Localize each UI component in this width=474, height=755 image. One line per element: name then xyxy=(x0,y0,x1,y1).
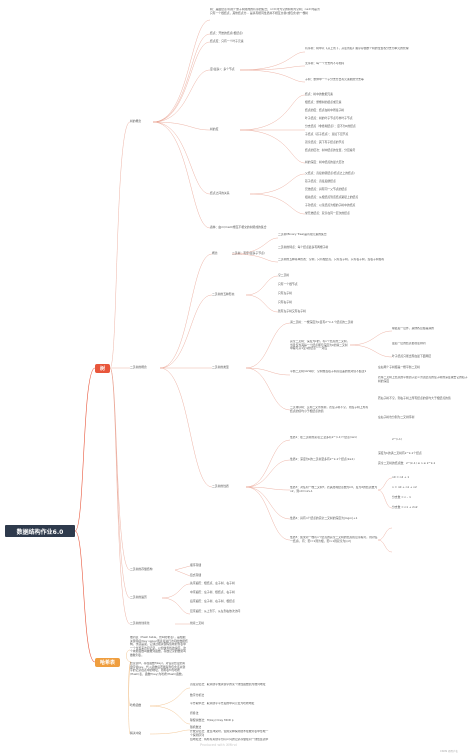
prop-5[interactable]: 性质5：如果对一棵有n个结点的完全二叉树的结点按层序编号，则对任一结点i，有：若… xyxy=(290,536,378,543)
prop-2a[interactable]: 深度为k的满二叉树有2^k-1个结点 xyxy=(378,451,422,455)
term-2[interactable]: 结点的度：结点在树中所接子树 xyxy=(305,108,345,112)
rel-5[interactable]: 堂兄弟结点：双亲在同一层次的结点 xyxy=(305,211,350,215)
node-bt-types[interactable]: 二叉树的类型 xyxy=(212,365,229,369)
node-binary-tree-concept[interactable]: 二叉树的概念 xyxy=(130,365,147,369)
term-4[interactable]: 分支结点（非终端结点）：度不为0的结点 xyxy=(305,124,356,128)
footer-watermark: Produced with XMind xyxy=(200,743,237,747)
node-degree[interactable]: 度(最多)：多个节点 xyxy=(210,67,235,71)
bt-def-2[interactable]: 二叉树的五种基本形态：空树，只有根结点，只有左子树，只有右子树，左右子树都有 xyxy=(278,258,385,261)
bt-form-4[interactable]: 既有左子树又有右子树 xyxy=(278,309,306,313)
hash-conflict-1[interactable]: 链地址法：将所有关键字为同义词的记录存储在同一线性链表中 xyxy=(190,738,269,741)
bt-complete-c2[interactable]: 最后一层的结点都靠左排列 xyxy=(392,342,426,345)
traversal-in[interactable]: 中序遍历：左子树、根结点、右子树 xyxy=(190,590,235,594)
bt-form-3[interactable]: 只有右子树 xyxy=(278,300,292,304)
node-hash-conflict[interactable]: 解决冲突 xyxy=(130,731,142,735)
node-bt-properties[interactable]: 二叉树的性质 xyxy=(212,484,229,488)
rel-4[interactable]: 子孙结点：以某结点为根的子树中的结点 xyxy=(305,203,356,207)
hash-func-0[interactable]: 直接定址法：取关键字或关键字的某个线性函数值为散列地址 xyxy=(190,683,266,686)
prop-1-value[interactable]: 2^(i-1) xyxy=(392,437,402,441)
node-tree-concept[interactable]: 树的概念 xyxy=(130,119,142,123)
node-bt-threaded[interactable]: 二叉树的线索化 xyxy=(130,621,150,625)
hash-func-3[interactable]: 折叠法 xyxy=(190,711,199,715)
term-7[interactable]: 结点的层次：树中结点的位置，分层编号 xyxy=(305,148,356,152)
bt-bst[interactable]: 二叉排序树：又称二叉查找树，若左子树不空，则左子树上所有结点的值均小于根结点的值 xyxy=(290,406,369,413)
bt-balanced-1[interactable]: 左右两个子树都是一棵平衡二叉树 xyxy=(378,365,420,369)
rel-1[interactable]: 孩子结点：直接后继结点 xyxy=(305,179,336,183)
bt-def-1[interactable]: 二叉树的特点：每个结点最多有两棵子树 xyxy=(278,245,329,249)
branch-hash-table[interactable]: 哈希表 xyxy=(95,658,121,667)
bt-def-0[interactable]: 二叉树(Binary Tree)是有限元素的集合 xyxy=(278,233,327,236)
hash-intro-2[interactable]: 给定表M，存在函数f(key)，对任意给定的关键字值key，代入函数后若能得到包… xyxy=(130,662,186,676)
bt-bst-0[interactable]: 若右子树不空，则右子树上所有结点的值均大于根结点的值 xyxy=(378,396,451,400)
bt-full[interactable]: 满二叉树：一棵深度为k且有2^k-1个结点的二叉树 xyxy=(290,320,354,324)
hash-func-2[interactable]: 平方取中法：取关键字平方后的中间几位为哈希地址 xyxy=(190,702,255,705)
node-forest[interactable]: 森林：由m(m≥0)棵互不相交的树组成的集合 xyxy=(210,225,267,229)
rel-0[interactable]: 父结点：直接前驱结点(结点之上的结点) xyxy=(305,171,355,175)
root-node[interactable]: 数据结构作业6.0 xyxy=(5,525,75,537)
node-bt-traversal[interactable]: 二叉树的遍历 xyxy=(130,595,147,599)
node-root-node[interactable]: 结点：开始的结点(根结点) xyxy=(210,31,243,35)
traversal-pre[interactable]: 先序遍历：根结点、左子树、右子树 xyxy=(190,581,235,585)
term-1[interactable]: 根结点：整棵树的起点或元素 xyxy=(305,100,342,104)
term-6[interactable]: 双亲结点：其下有子结点的节点 xyxy=(305,140,345,144)
prop-1[interactable]: 性质1：在二叉树的第i层上至多有2^(i-1)个结点(i≥1) xyxy=(290,436,358,439)
prop-4[interactable]: 性质4：具有n个结点的完全二叉树的深度为⌊log₂n⌋+1 xyxy=(290,516,358,520)
prop-2[interactable]: 性质2：深度为k的二叉树至多有2^k-1个结点(k≥1) xyxy=(290,457,355,461)
rel-3[interactable]: 祖先结点：从根结点到该结点路径上的结点 xyxy=(305,195,359,199)
bt-form-0[interactable]: 空二叉树 xyxy=(278,273,290,277)
node-bt-forms[interactable]: 二叉树的五种形态 xyxy=(212,292,235,296)
prop-3[interactable]: 性质3：对任何一棵二叉树T，若其终端结点数为n0，度为2的结点数为n2，则n0=… xyxy=(290,486,378,493)
prop-3-v3[interactable]: 分支数 = n1 + 2n2 xyxy=(392,505,418,509)
prop-3-v0[interactable]: n0 = n2 + 1 xyxy=(392,475,410,479)
prop-2b[interactable]: 完全二叉树的结点数：2^(k-1) ≤ n ≤ 2^k-1 xyxy=(378,461,436,465)
node-bt-storage[interactable]: 二叉树的存储结构 xyxy=(130,567,153,571)
storage-linked[interactable]: 链式存储 xyxy=(190,573,202,577)
rel-2[interactable]: 兄弟结点：具有同一父节点的结点 xyxy=(305,187,347,191)
prop-3-v2[interactable]: 分支数 = n - 1 xyxy=(392,495,411,499)
node-hash-function[interactable]: 哈希函数 xyxy=(130,703,142,707)
traversal-post[interactable]: 后序遍历：左子树、右子树、根结点 xyxy=(190,599,235,603)
corner-watermark: CSDN @用户名 xyxy=(440,750,458,753)
node-tree-terms[interactable]: 树的度 xyxy=(210,127,219,131)
term-8[interactable]: 树的深度：树中结点的最大层次 xyxy=(305,160,345,164)
term-5[interactable]: 子结点（孩子结点）：直接下层节点 xyxy=(305,132,349,136)
term-3[interactable]: 叶子结点：树的叶子节点与非叶子节点 xyxy=(305,116,353,120)
branch-tree[interactable]: 树 xyxy=(95,364,111,373)
bt-form-1[interactable]: 只有一个根节点 xyxy=(278,282,298,286)
node-subtree[interactable]: 子树：整体中一个子分支分出有元素能的分支等 xyxy=(305,78,364,81)
prop-3-v1[interactable]: n = n0 + n1 + n2 xyxy=(392,485,417,489)
hash-func-4[interactable]: 除留余数法：H(key)=key MOD p xyxy=(190,718,234,722)
node-bt-definition[interactable]: 概念 xyxy=(212,251,218,255)
node-relations[interactable]: 结点之间的关系 xyxy=(210,191,230,195)
bt-complete-c3[interactable]: 叶子结点只能出现在最下面两层 xyxy=(392,354,432,358)
traversal-level[interactable]: 层序遍历：从上到下，从左到右依次访问 xyxy=(190,609,241,613)
bt-balanced[interactable]: 平衡二叉树(AVL树)：空树或左右子树高度差的绝对值不超过1 xyxy=(290,370,367,373)
storage-seq[interactable]: 顺序存储 xyxy=(190,563,202,567)
bt-form-2[interactable]: 只有左子树 xyxy=(278,291,292,295)
node-unordered-tree[interactable]: 无序树：每一个分支内不可相同 xyxy=(305,62,345,65)
bt-bst-1[interactable]: 左右子树也分别为二叉排序树 xyxy=(378,415,415,419)
node-bt-ordered[interactable]: 二叉树：有序(最多子节点) xyxy=(232,251,265,255)
node-ordered-tree[interactable]: 有序树：树中以【从上到下，从左到右】顺序存储整个树的位置各分支为单元的管理 xyxy=(305,47,409,50)
node-tree-definition[interactable]: 树：是由结点(有限个整子树组成的有序的集合；n=0 时为空的树称为空树；n≥0 … xyxy=(210,8,320,15)
bt-complete[interactable]: 完全二叉树：深度为k的，有n个结点的二叉树，当且仅当其每一个结点都与深度为k的满… xyxy=(290,340,350,351)
hash-intro[interactable]: 散列表（Hash table，也叫哈希表），是根据关键码值(Key value)… xyxy=(130,636,188,657)
bt-complete-c1[interactable]: 除最后一层外，其他各层都是满的 xyxy=(392,327,434,330)
hash-conflict-0[interactable]: 开放定址法：发生冲突时，使用某种探测技术在散列表中形成一个探测序列 xyxy=(190,730,269,737)
threaded-tree[interactable]: 线索二叉树 xyxy=(190,621,204,625)
hash-func-5[interactable]: 随机数法 xyxy=(190,725,202,729)
node-node-degree[interactable]: 结点度：只有一个叶子元素 xyxy=(210,39,244,43)
term-0[interactable]: 结点：树中的数据元素 xyxy=(305,92,333,96)
hash-func-1[interactable]: 数字分析法 xyxy=(190,693,204,697)
bt-balanced-2[interactable]: 若将二叉树上结点的平衡因子定义为该结点的左子树的深度减去它的右子树的深度 xyxy=(378,376,468,383)
